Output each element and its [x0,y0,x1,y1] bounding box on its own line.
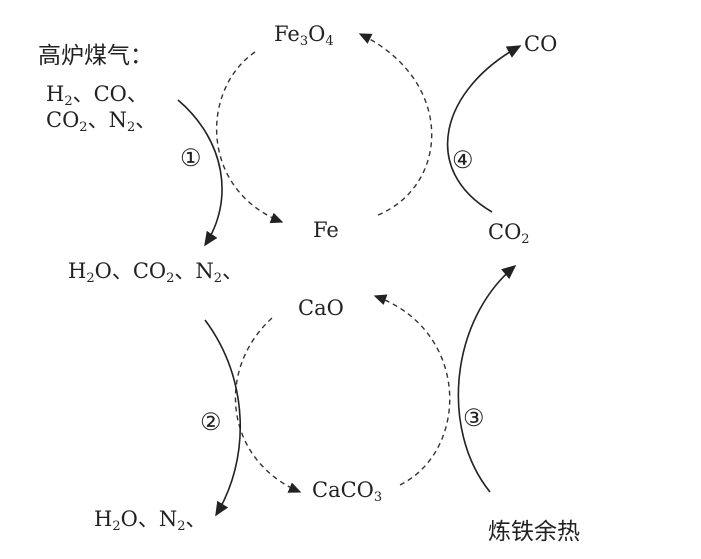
text: CO [46,108,80,132]
species-cao: CaO [298,296,344,320]
subscript: 4 [325,34,334,49]
species-co2: CO2 [488,220,530,247]
subscript: 2 [521,232,530,247]
step-label-3: ③ [463,404,485,432]
step-label-1: ① [180,144,202,172]
inputs-line-1: H2、CO、 [46,78,148,109]
subscript: 3 [373,490,383,505]
inputs-line-2: CO2、N2、 [46,104,156,135]
arrow-step-2 [204,319,242,517]
species-fe3o4: Fe3O4 [274,22,334,49]
subscript: 2 [213,271,223,286]
text: H [94,507,113,531]
blast-furnace-gas-title: 高炉煤气： [38,43,153,69]
subscript: 2 [79,120,88,135]
text: 、CO、 [72,82,148,106]
text: 、 [185,507,207,531]
text: H [68,259,87,283]
arrow-step-4 [446,45,522,213]
text: 、N [87,108,127,132]
step-label-4: ④ [452,146,474,174]
dashed-arc-fe-to-fe3o4 [358,33,433,216]
text: CO [488,220,522,244]
subscript: 2 [86,271,95,286]
subscript: 2 [166,271,175,286]
text: Fe [274,22,300,46]
text: CaCO [312,478,374,502]
subscript: 2 [112,519,121,534]
intermediate-products: H2O、CO2、N2、 [68,255,243,286]
text: O、CO [94,259,167,283]
dashed-arc-fe3o4-to-fe [215,51,284,224]
text: O、N [120,507,178,531]
subscript: 2 [64,94,73,109]
heat-source-label: 炼铁余热 [488,519,580,545]
text: H [46,82,65,106]
species-fe: Fe [313,218,339,242]
arrow-step-3 [457,264,517,493]
step-label-2: ② [200,408,222,436]
subscript: 3 [299,34,309,49]
dashed-arc-cao-to-caco3 [234,317,302,493]
subscript: 2 [126,120,136,135]
subscript: 2 [177,519,186,534]
text: 、N [174,259,214,283]
arrow-step-1 [177,99,223,247]
species-caco3: CaCO3 [312,478,382,505]
text: 、 [222,259,244,283]
text: 、 [135,108,157,132]
dashed-arc-caco3-to-cao [373,294,451,486]
text: O [308,22,326,46]
species-co: CO [524,32,558,56]
final-products: H2O、N2、 [94,503,206,534]
